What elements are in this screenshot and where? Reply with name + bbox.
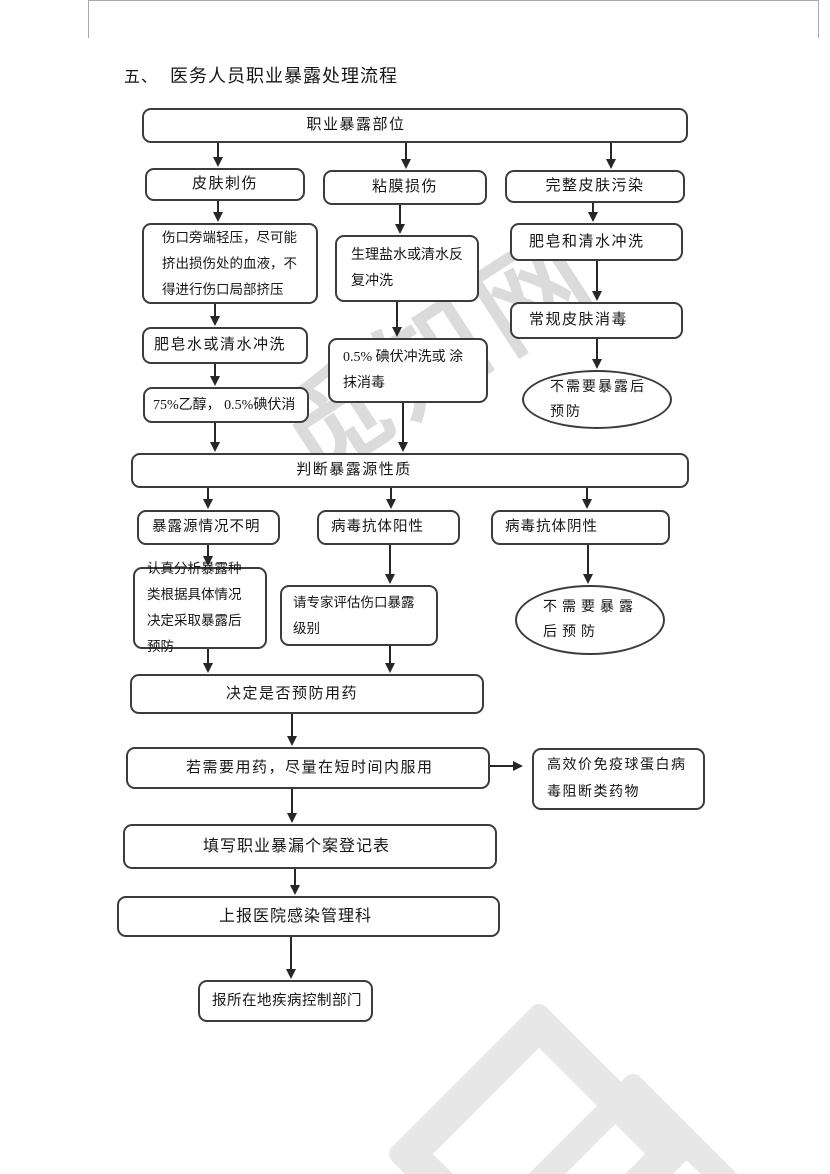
node-soap-and-water-rinse: 肥皂和清水冲洗 (510, 223, 683, 261)
title-text: 医务人员职业暴露处理流程 (170, 66, 399, 86)
arrow-soap-to-routine (596, 261, 598, 292)
node-analyze-exposure: 认真分析暴露种类根据具体情况决定采取暴露后预防 (133, 561, 267, 654)
left-margin-tick (88, 0, 89, 38)
title-number: 五、 (124, 69, 159, 86)
arrow-puncture-to-press (217, 201, 219, 213)
node-source-unknown: 暴露源情况不明 (137, 510, 280, 545)
arrow-saline-to-iodine (396, 302, 398, 328)
node-saline-rinse: 生理盐水或清水反复冲洗 (335, 235, 479, 302)
arrow-fill-to-report-hospital (294, 869, 296, 886)
node-expert-assessment: 请专家评估伤口暴露级别 (280, 585, 438, 646)
arrow-press-to-soapwater (214, 304, 216, 317)
arrow-site-to-puncture (217, 143, 219, 158)
arrow-site-to-mucosa (405, 143, 407, 160)
node-antibody-negative: 病毒抗体阴性 (491, 510, 670, 545)
arrow-mucosa-to-saline (399, 205, 401, 225)
node-antibody-positive: 病毒抗体阳性 (317, 510, 460, 545)
node-no-prophylaxis-negative: 不需要暴露后预防 (515, 585, 665, 655)
arrow-decide-to-take (291, 714, 293, 737)
arrow-routine-to-noprophylaxis (596, 339, 598, 360)
node-skin-puncture: 皮肤刺伤 (145, 168, 305, 201)
arrow-analyze-to-decide (207, 649, 209, 664)
right-margin-tick (818, 0, 819, 38)
node-exposure-site: 职业暴露部位 (142, 108, 688, 143)
arrow-iodine-to-judge (402, 403, 404, 443)
arrow-take-to-immunoglobulin (490, 765, 514, 767)
node-report-cdc: 报所在地疾病控制部门 (198, 980, 373, 1022)
node-report-infection-dept: 上报医院感染管理科 (117, 896, 500, 937)
node-mucosa-injury: 粘膜损伤 (323, 170, 487, 205)
arrow-expert-to-decide (389, 646, 391, 664)
arrow-judge-to-unknown (207, 488, 209, 500)
node-judge-source-nature: 判断暴露源性质 (131, 453, 689, 488)
node-ethanol-iodine: 75%乙醇， 0.5%碘伏消 (143, 387, 309, 423)
arrow-ethanol-to-judge (214, 423, 216, 443)
top-margin-line (88, 0, 819, 1)
node-fill-registration-form: 填写职业暴漏个案登记表 (123, 824, 497, 869)
page-title: 五、医务人员职业暴露处理流程 (124, 62, 398, 88)
arrow-soapwater-to-ethanol (214, 364, 216, 377)
node-take-medication-soon: 若需要用药，尽量在短时间内服用 (126, 747, 490, 789)
node-press-wound: 伤口旁端轻压，尽可能挤出损伤处的血液，不得进行伤口局部挤压 (142, 223, 318, 304)
node-iodine-rinse: 0.5% 碘伏冲洗或 涂抹消毒 (328, 338, 488, 403)
node-no-prophylaxis-right: 不需要暴露后预防 (522, 370, 672, 429)
arrow-judge-to-negative (586, 488, 588, 500)
arrow-negative-to-noprophylaxis (587, 545, 589, 575)
arrow-intact-to-soap (592, 203, 594, 213)
arrow-unknown-to-analyze (207, 545, 209, 557)
arrow-judge-to-positive (390, 488, 392, 500)
node-routine-skin-disinfection: 常规皮肤消毒 (510, 302, 683, 339)
arrow-report-to-cdc (290, 937, 292, 970)
node-decide-medication: 决定是否预防用药 (130, 674, 484, 714)
arrow-take-to-fill (291, 789, 293, 814)
node-immunoglobulin-drugs: 高效价免疫球蛋白病毒阻断类药物 (532, 748, 705, 810)
node-soap-water-rinse: 肥皂水或清水冲洗 (142, 327, 308, 364)
arrow-positive-to-expert (389, 545, 391, 575)
node-intact-skin-contamination: 完整皮肤污染 (505, 170, 685, 203)
arrow-site-to-intact-skin (610, 143, 612, 160)
